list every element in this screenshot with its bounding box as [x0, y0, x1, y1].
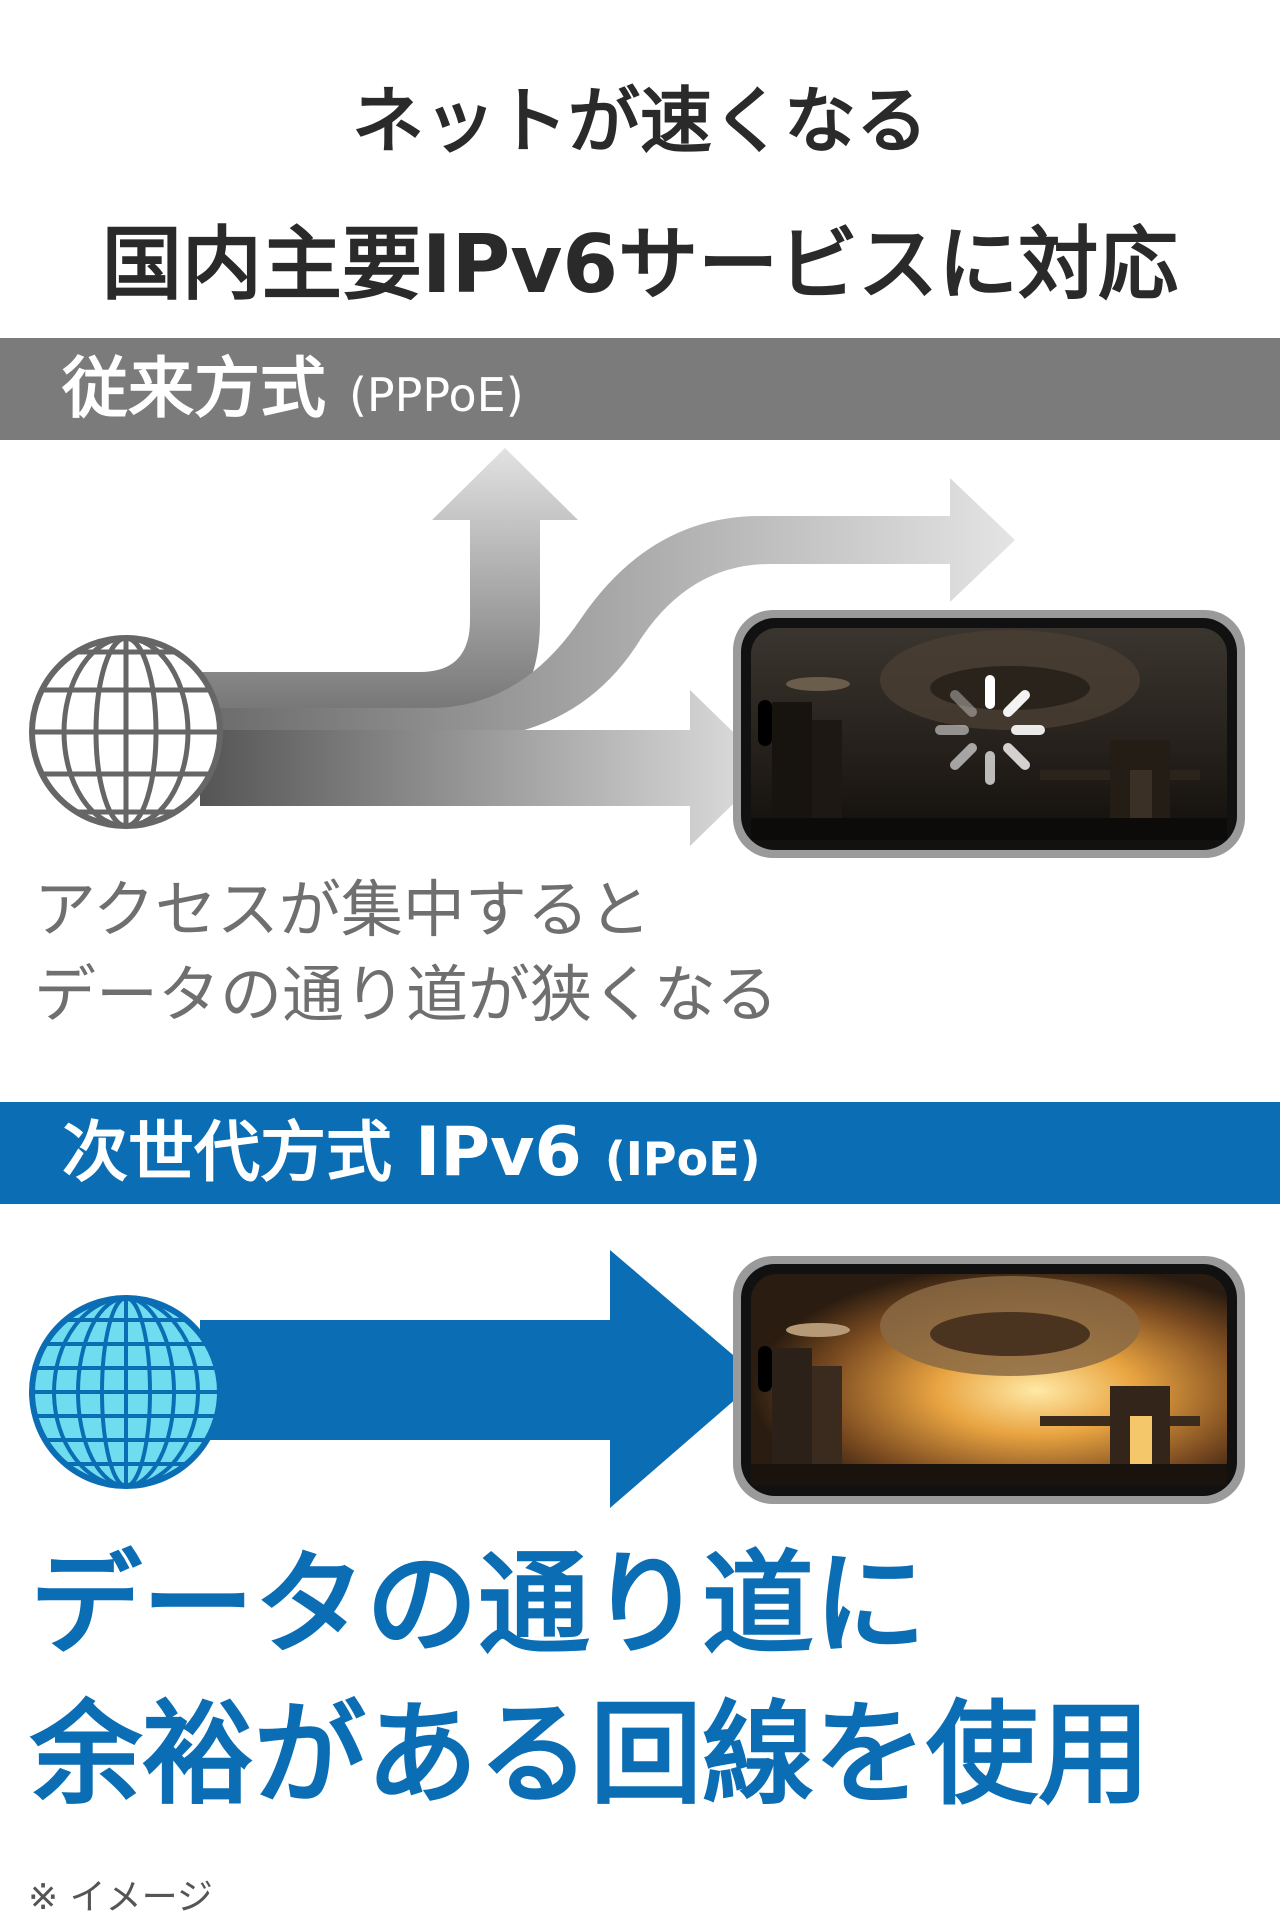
conventional-label-text: 従来方式	[62, 350, 326, 427]
headline-fast: ネットが速くなる	[351, 79, 928, 163]
next-gen-method-band: 次世代方式 IPv6 (IPoE)	[0, 1102, 1280, 1204]
conventional-label-sub: (PPPoE)	[348, 368, 524, 422]
arrow-right-top-branch	[200, 478, 1015, 744]
conventional-method-label: 従来方式 (PPPoE)	[62, 350, 524, 434]
arrow-wide-blue	[200, 1250, 760, 1508]
arrow-to-phone-branch	[200, 690, 770, 846]
conventional-caption-line2: データの通り道が狭くなる	[34, 958, 779, 1031]
conventional-caption-line1: アクセスが集中すると	[34, 873, 651, 946]
next-gen-label-sub: (IPoE)	[604, 1132, 761, 1186]
message-line1: データの通り道に	[30, 1540, 926, 1670]
arrow-up-branch	[200, 448, 578, 742]
loading-spinner-icon	[935, 675, 1045, 785]
smartphone-buffering	[733, 610, 1245, 858]
image-footnote: ※ イメージ	[28, 1877, 213, 1918]
next-gen-label-text: 次世代方式	[62, 1114, 392, 1191]
message-line2: 余裕がある回線を使用	[30, 1690, 1150, 1820]
conventional-method-band: 従来方式 (PPPoE)	[0, 338, 1280, 440]
smartphone-smooth	[733, 1256, 1245, 1504]
next-gen-label-ipv6: IPv6	[414, 1113, 582, 1192]
next-gen-method-label: 次世代方式 IPv6 (IPoE)	[62, 1114, 761, 1198]
headline-ipv6-support: 国内主要IPv6サービスに対応	[101, 218, 1179, 311]
